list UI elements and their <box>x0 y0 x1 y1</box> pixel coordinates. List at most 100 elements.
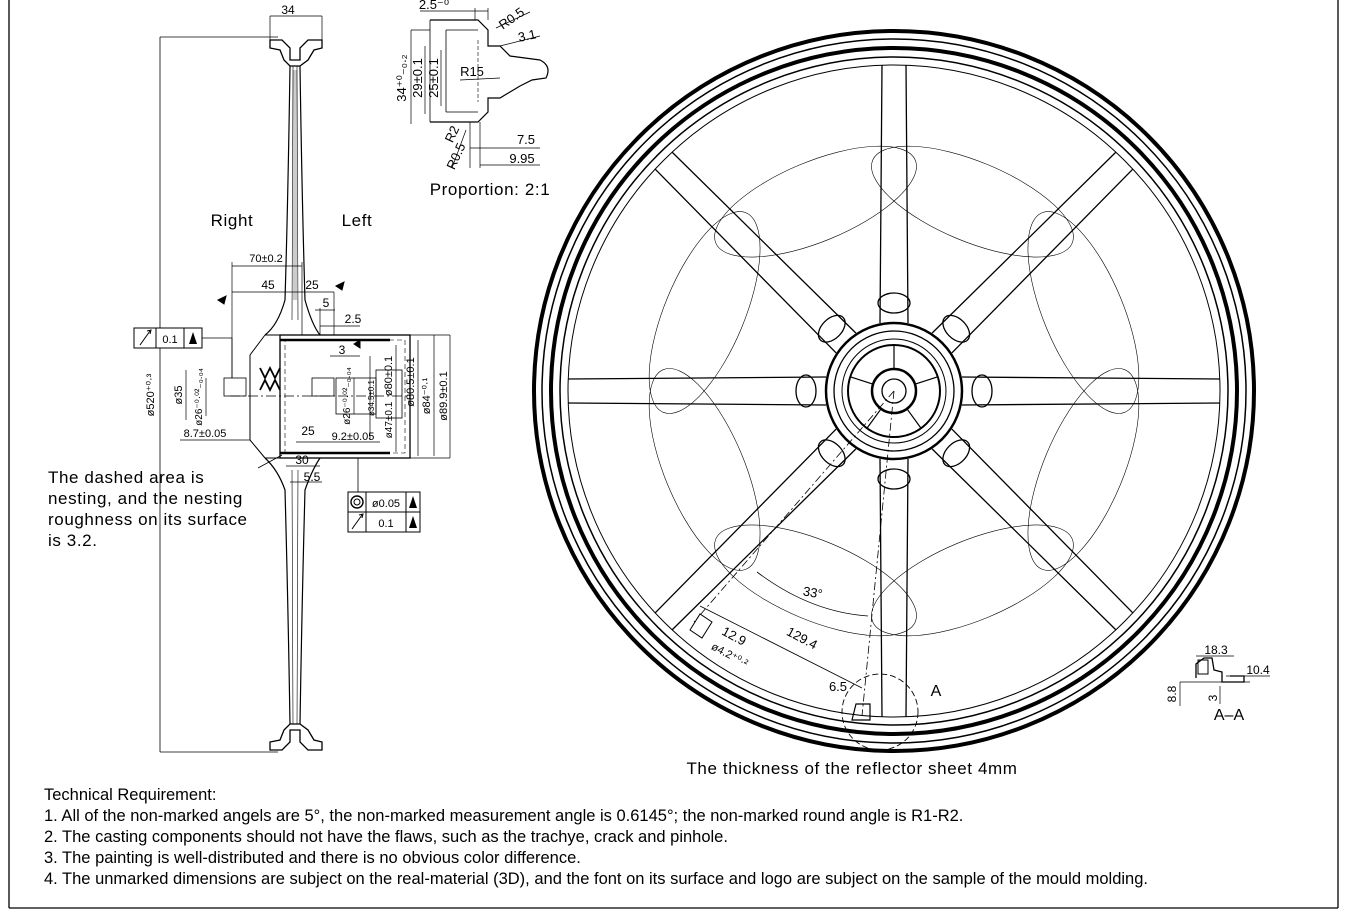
spoke-window-guide <box>871 145 1074 258</box>
spoke-edge <box>671 448 857 631</box>
hub-spoke <box>914 376 938 385</box>
dim-30: 30 <box>295 453 309 467</box>
spoke-window-guide <box>648 368 761 571</box>
tolerance-value: 0.1 <box>162 334 177 346</box>
dim-45: 45 <box>261 278 275 292</box>
spoke-pocket <box>817 439 846 468</box>
spoke-edge <box>961 402 1221 406</box>
dim-diameter-80-5: ø80.5±0.1 <box>405 357 417 406</box>
reflector-note: The thickness of the reflector sheet 4mm <box>686 759 1017 778</box>
dim-9-2: 9.2±0.05 <box>332 431 375 443</box>
dim-hub-length: 70±0.2 <box>249 253 283 265</box>
dim-10-4: 10.4 <box>1246 663 1270 677</box>
dim-3-section: 3 <box>1206 694 1220 701</box>
dim-angle-33: 33° <box>802 583 824 601</box>
requirements-heading: Technical Requirement: <box>44 786 217 804</box>
spoke-edge <box>879 458 883 718</box>
dim-9-95: 9.95 <box>509 151 534 166</box>
dim-2-5: 2.5 <box>345 312 362 326</box>
requirement-item: 4. The unmarked dimensions are subject o… <box>44 870 1148 888</box>
side-view-dimensions: 34 70±0.2 45 25 5 2.5 3 25 8.7±0.05 9.2±… <box>145 3 450 484</box>
nesting-note-line: nesting, and the nesting <box>48 489 243 508</box>
spoke-pocket <box>795 374 817 408</box>
dim-3-1: 3.1 <box>517 26 538 44</box>
section-mark-a: A <box>931 683 942 700</box>
dim-height-29: 29±0.1 <box>410 58 425 98</box>
requirement-item: 2. The casting components should not hav… <box>44 828 728 846</box>
dim-rim-width: 34 <box>281 3 295 17</box>
tolerance-value: 0.1 <box>378 518 393 530</box>
dim-diameter-26-left: ø26⁻⁰·⁰²₋₀.₀₄ <box>194 368 205 426</box>
spoke-edge <box>905 458 909 718</box>
dim-129-4: 129.4 <box>784 624 820 653</box>
spoke-window-guide <box>648 211 761 414</box>
spoke-edge <box>961 376 1221 380</box>
spoke-pocket <box>877 292 911 314</box>
nesting-note-line: roughness on its surface <box>48 510 248 529</box>
nesting-note: The dashed area is nesting, and the nest… <box>48 467 248 551</box>
dim-outer-diameter: ø520⁺⁰·³ <box>145 373 157 416</box>
dim-diameter-35: ø35 <box>173 386 185 405</box>
spoke-edge <box>931 448 1117 631</box>
dim-diameter-80: ø80±0.1 <box>383 356 395 396</box>
requirement-item: 1. All of the non-marked angels are 5°, … <box>44 807 964 825</box>
spoke-edge <box>905 64 909 324</box>
side-view <box>159 15 451 753</box>
dim-diameter-84: ø84⁻⁰·¹ <box>421 377 433 414</box>
dim-diameter-89-9: ø89.9±0.1 <box>438 371 450 420</box>
dim-3: 3 <box>339 343 346 357</box>
dim-8-7: 8.7±0.05 <box>184 428 227 440</box>
spoke-edge <box>671 151 857 334</box>
dim-r0-5-bottom: R0.5 <box>443 140 468 171</box>
dim-7-5: 7.5 <box>517 132 535 147</box>
spoke-edge <box>931 151 1117 334</box>
dim-18-3: 18.3 <box>1204 643 1228 657</box>
dim-hole-diameter: ø4.2⁺⁰·² <box>709 641 750 670</box>
technical-requirements: Technical Requirement: 1. All of the non… <box>44 785 1148 890</box>
spoke-window-guide <box>714 524 917 637</box>
wheel-front-view <box>532 29 1256 753</box>
section-a-a-dimensions: 18.3 10.4 8.8 3 <box>1165 643 1270 702</box>
section-a-a-label: A–A <box>1214 707 1245 724</box>
spoke-window-guide <box>1027 368 1140 571</box>
nesting-note-line: is 3.2. <box>48 531 98 550</box>
tolerance-frame-runout-left: 0.1 <box>133 327 203 349</box>
spoke-window-guide <box>1027 211 1140 414</box>
dim-r2: R2 <box>442 123 463 144</box>
proportion-label: Proportion: 2:1 <box>430 180 551 199</box>
dim-bolt-circle: ø47±0.1 <box>384 401 395 438</box>
spoke-pocket <box>942 439 971 468</box>
tolerance-frame-runout-bottom: 0.1 <box>347 511 421 533</box>
dim-r15: R15 <box>460 64 484 79</box>
label-left: Left <box>342 211 373 230</box>
spoke-edge <box>567 402 827 406</box>
dim-top: 2.5⁻⁰ <box>419 0 449 12</box>
dim-25-bottom: 25 <box>301 424 315 438</box>
dim-diameter-26-right: ø26⁻⁰·⁰²₋₀.₀₄ <box>342 367 353 425</box>
spoke-edge <box>879 64 883 324</box>
dim-height-34: 34⁺⁰₋₀.₂ <box>394 54 409 101</box>
dim-6-5: 6.5 <box>829 679 847 694</box>
hub-spoke <box>850 376 874 385</box>
spoke-pocket <box>942 314 971 343</box>
spoke-pocket <box>877 468 911 490</box>
tolerance-value: ø0.05 <box>372 498 400 510</box>
dim-diameter-34-5: ø34.5±0.1 <box>367 379 376 416</box>
hub-spoke <box>866 408 882 429</box>
label-right: Right <box>211 211 254 230</box>
dim-25-top: 25 <box>305 278 319 292</box>
hub-spoke <box>906 408 922 429</box>
spoke-edge <box>951 168 1134 354</box>
sheet-frame <box>8 0 1339 909</box>
dim-height-25: 25±0.1 <box>426 58 441 98</box>
rim-profile-dimensions: 2.5⁻⁰ R0.5 3.1 34⁺⁰₋₀.₂ 29±0.1 25±0.1 R1… <box>394 0 537 172</box>
tolerance-frame-concentricity: ø0.05 <box>347 491 421 513</box>
dim-5: 5 <box>323 296 330 310</box>
spoke-edge <box>567 376 827 380</box>
spoke-pocket <box>817 314 846 343</box>
spoke-pocket <box>971 374 993 408</box>
nesting-note-line: The dashed area is <box>48 468 205 487</box>
spoke-edge <box>654 168 837 354</box>
